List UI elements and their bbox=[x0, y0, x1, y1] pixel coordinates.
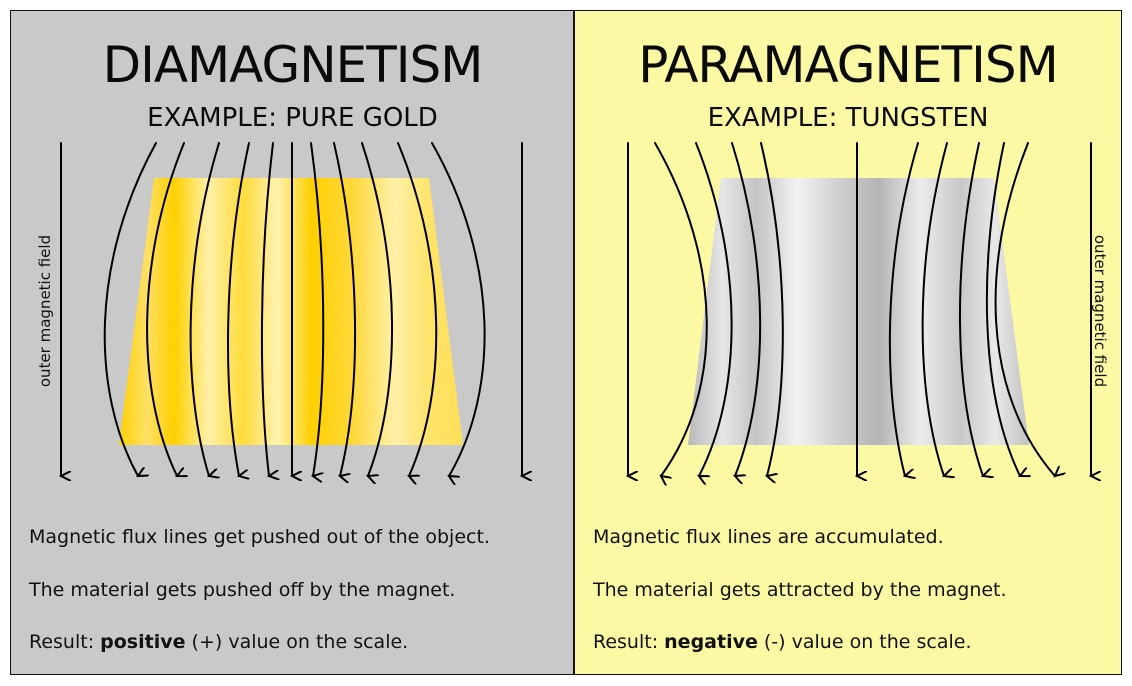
diamagnetism-panel: DIAMAGNETISM EXAMPLE: PURE GOLD bbox=[10, 10, 574, 675]
field-line bbox=[888, 142, 919, 476]
field-line bbox=[189, 142, 219, 476]
statement-flux: Magnetic flux lines get pushed out of th… bbox=[29, 526, 490, 548]
field-line bbox=[103, 142, 157, 476]
statement-result: Result: positive (+) value on the scale. bbox=[29, 631, 408, 653]
outer-field-label: outer magnetic field bbox=[36, 234, 54, 388]
field-line bbox=[695, 142, 733, 476]
diamagnetism-field-diagram bbox=[11, 142, 574, 511]
paramagnetism-panel: PARAMAGNETISM EXAMPLE: TUNGSTEN bbox=[574, 10, 1122, 675]
field-line bbox=[431, 142, 486, 476]
field-line bbox=[361, 142, 394, 476]
field-line bbox=[921, 142, 947, 476]
field-line bbox=[227, 142, 250, 476]
paramagnetism-example: EXAMPLE: TUNGSTEN bbox=[707, 103, 989, 133]
tungsten-object bbox=[688, 178, 1029, 445]
field-line bbox=[958, 142, 983, 476]
field-line bbox=[333, 142, 357, 476]
paramagnetism-field-diagram bbox=[575, 142, 1122, 511]
panel-divider bbox=[573, 10, 575, 675]
field-line bbox=[310, 142, 325, 476]
field-line bbox=[654, 142, 708, 476]
statement-result: Result: negative (-) value on the scale. bbox=[593, 631, 972, 653]
statement-force: The material gets attracted by the magne… bbox=[593, 579, 1007, 601]
field-line bbox=[994, 142, 1055, 476]
result-sign: (-) bbox=[757, 631, 786, 653]
diamagnetism-title: DIAMAGNETISM bbox=[102, 36, 484, 94]
field-line bbox=[146, 142, 184, 476]
paramagnetism-title: PARAMAGNETISM bbox=[638, 36, 1058, 94]
diamagnetism-example: EXAMPLE: PURE GOLD bbox=[147, 103, 438, 133]
result-keyword: positive bbox=[100, 631, 186, 653]
result-sign: (+) bbox=[185, 631, 223, 653]
result-prefix: Result: bbox=[593, 631, 665, 653]
result-keyword: negative bbox=[664, 631, 758, 653]
field-line bbox=[397, 142, 438, 476]
result-prefix: Result: bbox=[29, 631, 101, 653]
statement-flux: Magnetic flux lines are accumulated. bbox=[593, 526, 944, 548]
field-line bbox=[731, 142, 762, 476]
statement-force: The material gets pushed off by the magn… bbox=[29, 579, 456, 601]
field-line bbox=[760, 142, 784, 476]
result-suffix: value on the scale. bbox=[222, 631, 409, 653]
field-line bbox=[985, 142, 1020, 476]
field-line bbox=[260, 142, 273, 476]
outer-field-label: outer magnetic field bbox=[1091, 234, 1109, 388]
result-suffix: value on the scale. bbox=[785, 631, 972, 653]
